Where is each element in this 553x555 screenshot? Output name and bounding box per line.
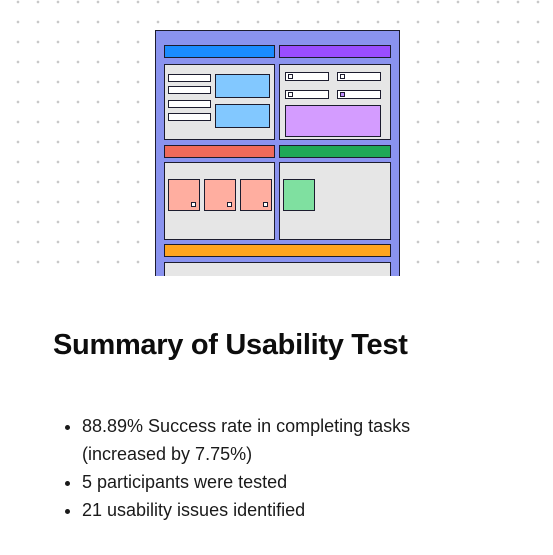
- card-marker-icon: [227, 202, 232, 207]
- cards-panel: [164, 162, 275, 240]
- checkbox-icon: [340, 74, 345, 79]
- image-block: [215, 74, 270, 98]
- footer-bar-orange: [164, 244, 391, 257]
- card-marker-icon: [263, 202, 268, 207]
- card: [283, 179, 315, 211]
- card: [240, 179, 272, 211]
- list-item: 88.89% Success rate in completing tasks …: [82, 412, 522, 468]
- list-item: 21 usability issues identified: [82, 496, 522, 524]
- header-bar-purple: [279, 45, 391, 58]
- page-title: Summary of Usability Test: [53, 329, 408, 361]
- checkbox-checked-icon: [340, 92, 345, 97]
- form-line: [168, 74, 211, 82]
- summary-list: 88.89% Success rate in completing tasks …: [66, 412, 522, 524]
- form-line: [168, 100, 211, 108]
- checkbox-row: [337, 72, 381, 81]
- card-marker-icon: [191, 202, 196, 207]
- list-item-text-continued: (increased by 7.75%): [82, 444, 253, 464]
- card: [204, 179, 236, 211]
- wireframe-illustration: [155, 30, 400, 276]
- form-line: [168, 113, 211, 121]
- list-item: 5 participants were tested: [82, 468, 522, 496]
- checkbox-row: [285, 90, 329, 99]
- image-block: [215, 104, 270, 128]
- section-bar-red: [164, 145, 275, 158]
- list-item-text: 5 participants were tested: [82, 472, 288, 492]
- content-block: [285, 105, 381, 137]
- list-item-text: 21 usability issues identified: [82, 500, 306, 520]
- section-bar-green: [279, 145, 391, 158]
- checkbox-panel: [279, 64, 391, 140]
- footer-panel: [164, 262, 391, 276]
- form-line: [168, 86, 211, 94]
- checkbox-icon: [288, 92, 293, 97]
- header-bar-blue: [164, 45, 275, 58]
- checkbox-row: [337, 90, 381, 99]
- form-panel: [164, 64, 275, 140]
- checkbox-icon: [288, 74, 293, 79]
- cards-panel-secondary: [279, 162, 391, 240]
- card: [168, 179, 200, 211]
- checkbox-row: [285, 72, 329, 81]
- list-item-text: 88.89% Success rate in completing tasks: [82, 416, 411, 436]
